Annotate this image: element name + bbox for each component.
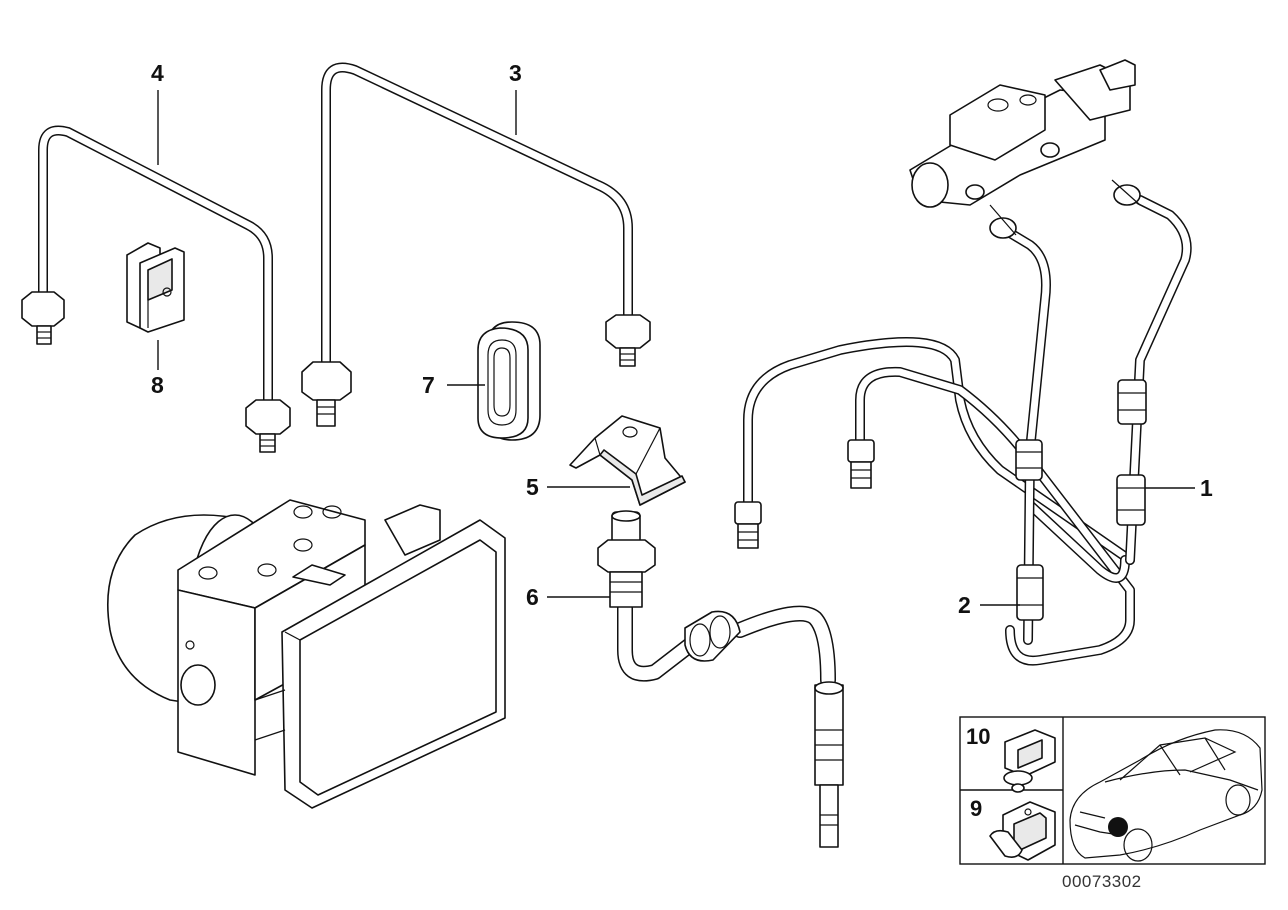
image-code: 00073302 <box>1062 872 1142 891</box>
part-1-brake-pipe[interactable] <box>1116 195 1192 565</box>
part-3-brake-pipe[interactable] <box>301 62 651 427</box>
part-8-pipe-clip[interactable] <box>126 242 185 333</box>
callout-1: 1 <box>1200 475 1213 501</box>
callout-4: 4 <box>151 60 164 86</box>
callout-9: 9 <box>970 796 982 821</box>
part-7-grommet[interactable] <box>477 321 541 441</box>
part-5-bracket[interactable] <box>569 415 686 506</box>
callout-2: 2 <box>958 592 971 618</box>
callout-8: 8 <box>151 372 164 398</box>
part-6-brake-hose[interactable] <box>597 510 844 848</box>
callout-leaders <box>157 90 1195 606</box>
callout-10: 10 <box>966 724 990 749</box>
vehicle-location-icon <box>1069 729 1263 862</box>
part-2-brake-pipe[interactable] <box>1000 225 1051 645</box>
callout-6: 6 <box>526 584 539 610</box>
brake-master-cylinder[interactable] <box>909 59 1141 239</box>
part-4-brake-pipe[interactable] <box>21 125 291 453</box>
callout-3: 3 <box>509 60 522 86</box>
callout-5: 5 <box>526 474 539 500</box>
callout-7: 7 <box>422 372 435 398</box>
part-10-clip[interactable] <box>1003 729 1056 793</box>
abs-hydraulic-unit[interactable] <box>107 499 506 809</box>
part-9-clip[interactable] <box>989 801 1056 861</box>
